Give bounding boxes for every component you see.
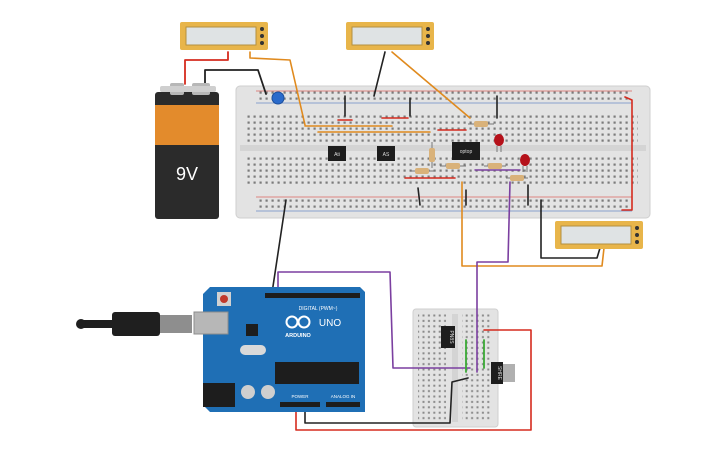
meter-port-icon[interactable]	[635, 240, 639, 244]
transistor-q2[interactable]: SHRE	[491, 362, 515, 384]
svg-text:Ati: Ati	[334, 152, 340, 158]
capacitor	[271, 91, 285, 105]
wire-purple-board	[476, 181, 511, 373]
analog-header[interactable]	[326, 402, 360, 407]
meter-port-icon[interactable]	[260, 34, 264, 38]
meter-port-icon[interactable]	[426, 41, 430, 45]
battery-9v[interactable]: 9V	[155, 83, 219, 219]
atmega-chip	[275, 362, 359, 384]
resistor[interactable]	[410, 168, 434, 174]
power-header[interactable]	[280, 402, 320, 407]
breadboard-components: Ati AS optop	[271, 91, 530, 181]
svg-text:SHRE: SHRE	[496, 366, 502, 381]
led-red-1[interactable]	[494, 134, 504, 152]
ic-chip-2[interactable]: AS	[377, 146, 395, 161]
meter-port-icon[interactable]	[635, 226, 639, 230]
led-red-2[interactable]	[520, 154, 530, 172]
analog-header-label: ANALOG IN	[331, 394, 356, 399]
wire-meter2-black	[373, 51, 386, 97]
multimeter-right[interactable]	[555, 221, 643, 249]
power-header-label: POWER	[291, 394, 309, 399]
resistor[interactable]	[484, 163, 506, 169]
main-breadboard[interactable]	[235, 85, 651, 219]
meter-port-icon[interactable]	[260, 27, 264, 31]
arduino-logo: ARDUINO	[285, 315, 312, 339]
wire-arduino-gnd	[271, 199, 287, 294]
wire-meter3-black	[540, 199, 601, 259]
multimeter-top-right[interactable]	[346, 22, 434, 50]
meter-port-icon[interactable]	[426, 34, 430, 38]
resistor[interactable]	[506, 175, 528, 181]
svg-text:PN8S: PN8S	[448, 330, 454, 344]
arduino-model-label: UNO	[319, 318, 341, 329]
multimeter-top-left[interactable]	[180, 22, 268, 50]
wire-meter2-orange	[391, 51, 471, 119]
wire-meter3-orange	[461, 181, 605, 267]
wire-battery-negative	[204, 69, 267, 95]
resistor[interactable]	[440, 163, 466, 169]
resistor[interactable]	[429, 142, 435, 168]
resistor[interactable]	[468, 121, 494, 127]
wires	[184, 51, 633, 431]
arduino-uno[interactable]: DIGITAL (PWM~) ARDUINO UNO POWER ANALOG …	[76, 287, 365, 412]
transistor-q1[interactable]: PN8S	[441, 326, 455, 348]
ic-chip-3[interactable]: optop	[452, 142, 480, 160]
meter-port-icon[interactable]	[635, 233, 639, 237]
arduino-brand-label: ARDUINO	[285, 333, 311, 339]
digital-header-label: DIGITAL (PWM~)	[299, 306, 338, 312]
wire-mini-black	[304, 377, 469, 424]
usb-plug[interactable]	[112, 312, 160, 336]
svg-text:AS: AS	[383, 152, 390, 158]
battery-label: 9V	[176, 164, 198, 184]
svg-text:optop: optop	[460, 149, 473, 155]
wire-meter1-orange	[249, 51, 306, 126]
digital-header[interactable]	[265, 293, 360, 298]
wire-mini-red	[295, 329, 532, 431]
wire-purple-arduino	[277, 271, 471, 369]
ic-chip-1[interactable]: Ati	[328, 146, 346, 161]
meter-port-icon[interactable]	[260, 41, 264, 45]
wire-battery-positive	[184, 51, 229, 85]
meter-port-icon[interactable]	[426, 27, 430, 31]
